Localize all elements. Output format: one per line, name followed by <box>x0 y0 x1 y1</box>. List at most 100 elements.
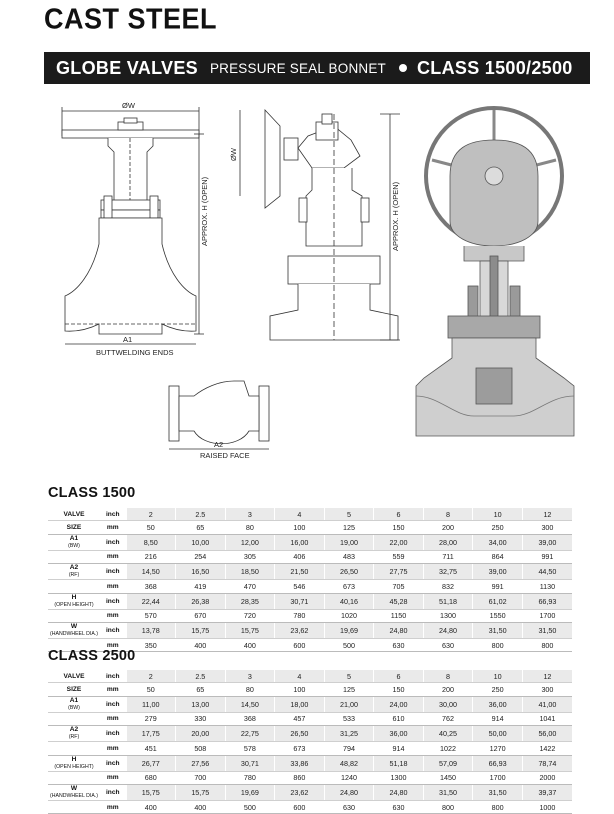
value-cell: 600 <box>274 800 325 814</box>
value-cell: 1000 <box>521 800 572 814</box>
value-cell: 1270 <box>472 741 523 756</box>
value-cell: 1300 <box>373 771 424 785</box>
value-cell: 700 <box>175 771 226 785</box>
row-label: W(HANDWHEEL DIA.) <box>48 622 100 639</box>
value-cell: 6 <box>373 508 424 522</box>
row-label-text: A1 <box>69 696 79 704</box>
unit-cell: mm <box>100 741 126 756</box>
value-cell: 30,00 <box>422 696 473 713</box>
value-cell: 15,75 <box>175 622 226 639</box>
unit-cell: inch <box>100 696 126 713</box>
value-cell: 559 <box>373 550 424 565</box>
front-width-label: ØW <box>122 101 136 110</box>
value-cell: 610 <box>373 712 424 727</box>
row-label-text: VALVE <box>63 510 85 518</box>
value-cell: 630 <box>422 638 473 653</box>
class-1500-title: CLASS 1500 <box>48 485 136 501</box>
row-label <box>48 609 100 623</box>
row-label-text: H <box>71 755 77 763</box>
value-cell: 125 <box>323 682 374 697</box>
value-cell: 470 <box>224 579 275 594</box>
value-cell: 6 <box>373 670 424 684</box>
technical-drawings: ØW APPROX. H (OPEN) A1 BUTTWELDING ENDS … <box>44 96 604 476</box>
value-cell: 32,75 <box>422 563 473 581</box>
unit-cell: mm <box>100 682 126 697</box>
value-cell: 100 <box>274 682 325 697</box>
value-cell: 800 <box>472 800 523 814</box>
row-label-sub: (BW) <box>68 704 80 711</box>
row-label-text: SIZE <box>66 686 82 694</box>
front-a1-label: A1 <box>123 335 132 344</box>
unit-cell: inch <box>100 508 126 522</box>
value-cell: 680 <box>125 771 176 785</box>
value-cell: 12,00 <box>224 534 275 551</box>
value-cell: 22,75 <box>224 725 275 743</box>
value-cell: 15,75 <box>224 622 275 639</box>
value-cell: 39,37 <box>521 784 572 801</box>
row-label: VALVE <box>48 508 100 522</box>
value-cell: 50 <box>125 682 176 697</box>
unit-cell: mm <box>100 712 126 727</box>
page-title: CAST STEEL <box>44 3 218 35</box>
value-cell: 800 <box>422 800 473 814</box>
value-cell: 23,62 <box>274 622 325 639</box>
unit-cell: inch <box>100 622 126 639</box>
value-cell: 794 <box>323 741 374 756</box>
value-cell: 780 <box>224 771 275 785</box>
front-view-drawing <box>61 107 204 345</box>
value-cell: 1300 <box>422 609 473 623</box>
value-cell: 2.5 <box>175 508 226 522</box>
value-cell: 19,00 <box>323 534 374 551</box>
row-label: W(HANDWHEEL DIA.) <box>48 784 100 801</box>
value-cell: 991 <box>472 579 523 594</box>
row-label-text: A1 <box>69 534 79 542</box>
value-cell: 546 <box>274 579 325 594</box>
row-label-text: VALVE <box>63 672 85 680</box>
row-label <box>48 771 100 785</box>
value-cell: 24,80 <box>323 784 374 801</box>
row-label-text: W <box>70 622 78 630</box>
unit-cell: inch <box>100 670 126 684</box>
value-cell: 254 <box>175 550 226 565</box>
row-label <box>48 638 100 653</box>
valve-cutaway-illustration <box>415 106 575 437</box>
value-cell: 1020 <box>323 609 374 623</box>
row-label-text: SIZE <box>66 524 82 532</box>
unit-cell: mm <box>100 609 126 623</box>
value-cell: 40,16 <box>323 593 374 610</box>
value-cell: 350 <box>125 638 176 653</box>
unit-cell: mm <box>100 638 126 653</box>
front-height-label: APPROX. H (OPEN) <box>200 176 209 246</box>
value-cell: 8,50 <box>125 534 176 551</box>
value-cell: 33,86 <box>274 755 325 772</box>
value-cell: 2000 <box>521 771 572 785</box>
unit-cell: inch <box>100 593 126 610</box>
value-cell: 150 <box>373 520 424 535</box>
banner-subtitle: PRESSURE SEAL BONNET <box>209 60 386 76</box>
value-cell: 57,09 <box>422 755 473 772</box>
value-cell: 1041 <box>521 712 572 727</box>
value-cell: 66,93 <box>472 755 523 772</box>
value-cell: 24,80 <box>373 784 424 801</box>
value-cell: 13,78 <box>125 622 176 639</box>
value-cell: 48,82 <box>323 755 374 772</box>
value-cell: 2.5 <box>175 670 226 684</box>
value-cell: 40,25 <box>422 725 473 743</box>
unit-cell: inch <box>100 534 126 551</box>
row-label-sub: (OPEN HEIGHT) <box>54 601 94 608</box>
value-cell: 36,00 <box>472 696 523 713</box>
value-cell: 2 <box>125 670 176 684</box>
row-label <box>48 712 100 727</box>
value-cell: 26,50 <box>323 563 374 581</box>
value-cell: 8 <box>422 508 473 522</box>
